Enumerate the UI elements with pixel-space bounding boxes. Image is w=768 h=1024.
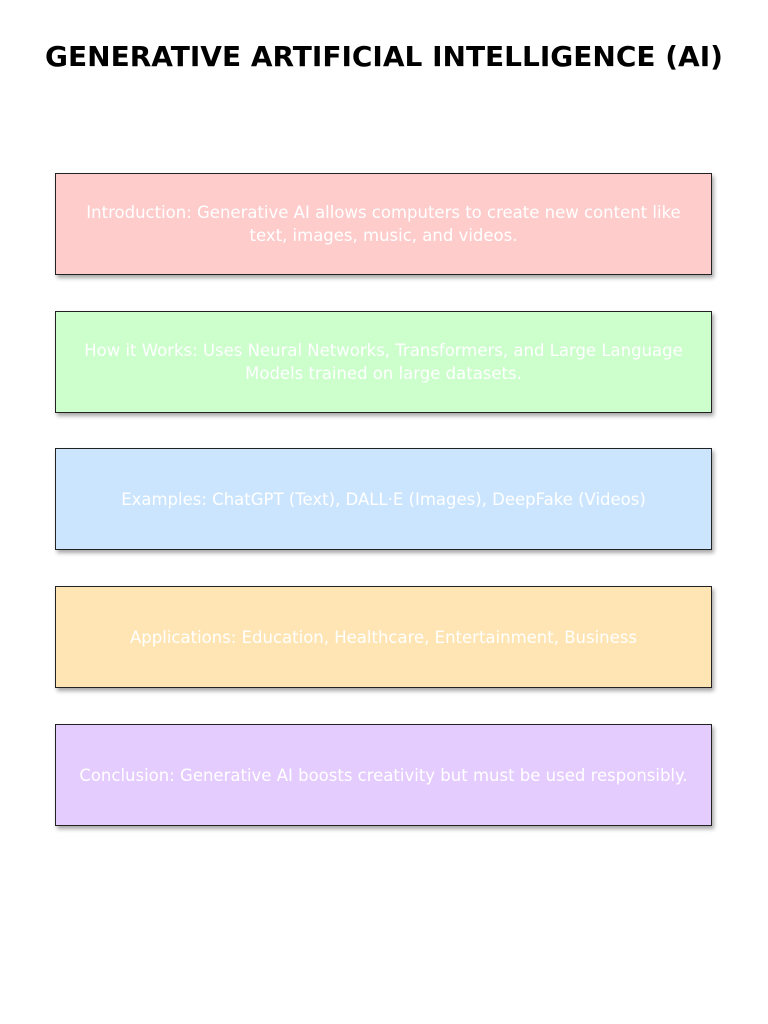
section-how-it-works-text: How it Works: Uses Neural Networks, Tran… bbox=[84, 341, 683, 383]
page-title: GENERATIVE ARTIFICIAL INTELLIGENCE (AI) bbox=[45, 40, 723, 73]
section-introduction-text: Introduction: Generative AI allows compu… bbox=[86, 203, 681, 245]
section-applications: Applications: Education, Healthcare, Ent… bbox=[55, 586, 712, 688]
section-applications-text: Applications: Education, Healthcare, Ent… bbox=[130, 627, 637, 647]
section-conclusion: Conclusion: Generative AI boosts creativ… bbox=[55, 724, 712, 826]
section-conclusion-text: Conclusion: Generative AI boosts creativ… bbox=[79, 765, 688, 785]
section-examples: Examples: ChatGPT (Text), DALL·E (Images… bbox=[55, 448, 712, 550]
section-how-it-works: How it Works: Uses Neural Networks, Tran… bbox=[55, 311, 712, 413]
section-introduction: Introduction: Generative AI allows compu… bbox=[55, 173, 712, 275]
section-examples-text: Examples: ChatGPT (Text), DALL·E (Images… bbox=[121, 489, 646, 509]
